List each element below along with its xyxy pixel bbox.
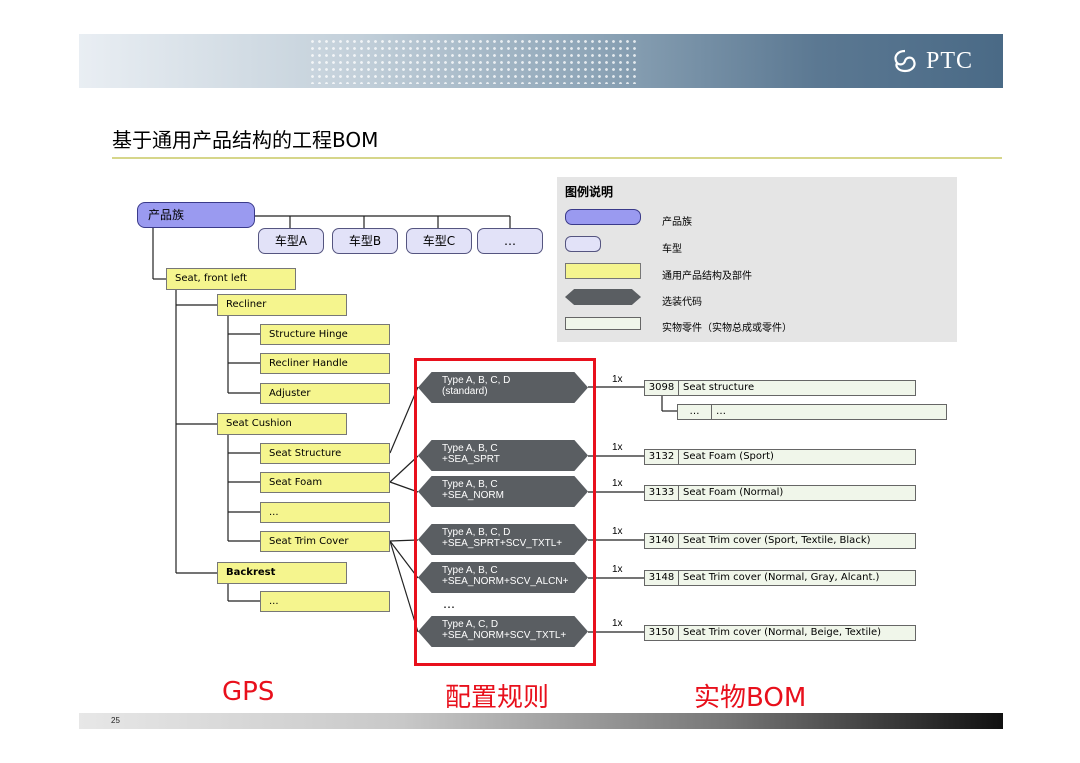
part-number: 3148 bbox=[645, 571, 679, 585]
gps-node-root: Seat, front left bbox=[166, 268, 296, 290]
part-description: Seat Trim cover (Normal, Beige, Textile) bbox=[683, 627, 882, 638]
ptc-logo-icon bbox=[894, 49, 916, 73]
part-row: … … bbox=[677, 404, 947, 420]
banner-dot-pattern bbox=[309, 38, 639, 84]
rule-line2: +SEA_NORM+SCV_ALCN+ bbox=[442, 576, 569, 587]
rule-line1: Type A, B, C bbox=[442, 443, 498, 454]
rule-hexagon: Type A, B, C, D (standard) bbox=[418, 372, 588, 403]
part-row: 3132 Seat Foam (Sport) bbox=[644, 449, 916, 465]
part-row: 3133 Seat Foam (Normal) bbox=[644, 485, 916, 501]
part-number: 3132 bbox=[645, 450, 679, 464]
model-more-node: … bbox=[477, 228, 543, 254]
part-description: Seat Trim cover (Normal, Gray, Alcant.) bbox=[683, 572, 880, 583]
page-number: 25 bbox=[111, 716, 120, 725]
rule-line2: +SEA_SPRT bbox=[442, 454, 500, 465]
gps-node-backrest-more: ... bbox=[260, 591, 390, 612]
legend-panel: 图例说明 产品族 车型 通用产品结构及部件 选装代码 实物零件（实物总成或零件） bbox=[557, 177, 957, 342]
gps-node-cushion-more: ... bbox=[260, 502, 390, 523]
legend-symbol-option-code bbox=[565, 289, 641, 305]
rule-hexagon: Type A, B, C +SEA_SPRT bbox=[418, 440, 588, 471]
part-number: 3140 bbox=[645, 534, 679, 548]
rule-line2: +SEA_NORM bbox=[442, 490, 504, 501]
multiplier-label: 1x bbox=[612, 564, 623, 575]
part-row: 3148 Seat Trim cover (Normal, Gray, Alca… bbox=[644, 570, 916, 586]
legend-label: 通用产品结构及部件 bbox=[662, 271, 752, 282]
legend-label: 产品族 bbox=[662, 217, 692, 228]
logo-text: PTC bbox=[925, 47, 973, 74]
page-title: 基于通用产品结构的工程BOM bbox=[112, 128, 379, 152]
rule-hexagon: Type A, C, D +SEA_NORM+SCV_TXTL+ bbox=[418, 616, 588, 647]
part-number: 3098 bbox=[645, 381, 679, 395]
legend-label: 选装代码 bbox=[662, 297, 702, 308]
legend-symbol-model bbox=[565, 236, 601, 252]
part-description: … bbox=[716, 406, 726, 417]
footer-bar: 25 bbox=[79, 713, 1003, 729]
gps-node-seat-trim-cover: Seat Trim Cover bbox=[260, 531, 390, 552]
gps-node-seat-structure: Seat Structure bbox=[260, 443, 390, 464]
rule-line1: Type A, B, C bbox=[442, 565, 498, 576]
part-number: … bbox=[678, 405, 712, 419]
label-config-rules: 配置规则 bbox=[445, 683, 550, 713]
part-row: 3098 Seat structure bbox=[644, 380, 916, 396]
gps-node-seat-cushion: Seat Cushion bbox=[217, 413, 347, 435]
rule-line1: Type A, B, C bbox=[442, 479, 498, 490]
multiplier-label: 1x bbox=[612, 442, 623, 453]
rule-hexagon: Type A, B, C, D +SEA_SPRT+SCV_TXTL+ bbox=[418, 524, 588, 555]
rule-line2: +SEA_SPRT+SCV_TXTL+ bbox=[442, 538, 563, 549]
part-row: 3140 Seat Trim cover (Sport, Textile, Bl… bbox=[644, 533, 916, 549]
rule-line2: +SEA_NORM+SCV_TXTL+ bbox=[442, 630, 567, 641]
part-description: Seat Trim cover (Sport, Textile, Black) bbox=[683, 535, 871, 546]
model-c-node: 车型C bbox=[406, 228, 472, 254]
part-description: Seat Foam (Normal) bbox=[683, 487, 784, 498]
rule-line1: Type A, B, C, D bbox=[442, 375, 511, 386]
rule-line2: (standard) bbox=[442, 386, 488, 397]
title-divider bbox=[112, 157, 1002, 159]
model-a-node: 车型A bbox=[258, 228, 324, 254]
rules-ellipsis: … bbox=[443, 597, 455, 611]
legend-label: 车型 bbox=[662, 244, 682, 255]
legend-symbol-gps bbox=[565, 263, 641, 279]
label-physical-bom: 实物BOM bbox=[694, 683, 807, 713]
part-description: Seat structure bbox=[683, 382, 755, 393]
part-description: Seat Foam (Sport) bbox=[683, 451, 774, 462]
ptc-logo: PTC bbox=[890, 45, 973, 77]
gps-node-structure-hinge: Structure Hinge bbox=[260, 324, 390, 345]
model-b-node: 车型B bbox=[332, 228, 398, 254]
rule-line1: Type A, B, C, D bbox=[442, 527, 511, 538]
part-number: 3133 bbox=[645, 486, 679, 500]
multiplier-label: 1x bbox=[612, 526, 623, 537]
multiplier-label: 1x bbox=[612, 478, 623, 489]
legend-label: 实物零件（实物总成或零件） bbox=[662, 323, 792, 334]
legend-symbol-product-family bbox=[565, 209, 641, 225]
label-gps: GPS bbox=[222, 677, 275, 707]
legend-title: 图例说明 bbox=[565, 185, 614, 199]
rule-line1: Type A, C, D bbox=[442, 619, 499, 630]
legend-symbol-part bbox=[565, 317, 641, 330]
product-family-node: 产品族 bbox=[137, 202, 255, 228]
part-number: 3150 bbox=[645, 626, 679, 640]
rule-hexagon: Type A, B, C +SEA_NORM bbox=[418, 476, 588, 507]
multiplier-label: 1x bbox=[612, 618, 623, 629]
gps-node-recliner-handle: Recliner Handle bbox=[260, 353, 390, 374]
gps-node-adjuster: Adjuster bbox=[260, 383, 390, 404]
multiplier-label: 1x bbox=[612, 374, 623, 385]
config-rules-highlight bbox=[414, 358, 596, 666]
gps-node-recliner: Recliner bbox=[217, 294, 347, 316]
gps-node-backrest: Backrest bbox=[217, 562, 347, 584]
rule-hexagon: Type A, B, C +SEA_NORM+SCV_ALCN+ bbox=[418, 562, 588, 593]
gps-node-seat-foam: Seat Foam bbox=[260, 472, 390, 493]
part-row: 3150 Seat Trim cover (Normal, Beige, Tex… bbox=[644, 625, 916, 641]
header-banner: PTC bbox=[79, 34, 1003, 88]
